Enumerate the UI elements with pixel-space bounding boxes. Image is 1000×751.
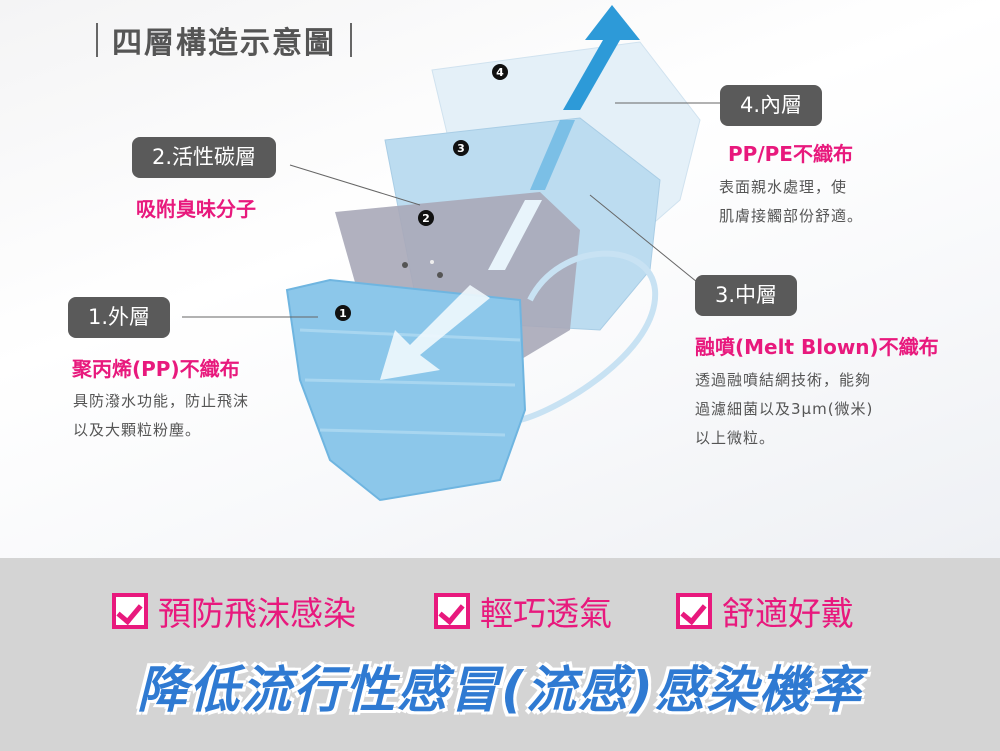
ear-loop [519, 250, 659, 423]
layer-1-outer [285, 278, 527, 502]
desc-line: 過濾細菌以及3μm(微米) [695, 400, 874, 418]
svg-text:4: 4 [496, 66, 504, 79]
layer-3-tag: 3.中層 [695, 275, 798, 316]
feature-label: 預防飛沫感染 [158, 594, 356, 633]
feature-1: 預防飛沫感染 [112, 587, 356, 635]
desc-line: 表面親水處理，使 [719, 178, 848, 196]
svg-text:3: 3 [457, 142, 465, 155]
layer-3-material: 融噴(Melt Blown)不織布 [695, 335, 939, 359]
airflow-arrow [380, 5, 640, 380]
feature-label: 輕巧透氣 [480, 594, 612, 633]
layer-1-tag: 1.外層 [68, 297, 171, 338]
svg-text:2: 2 [422, 212, 430, 225]
desc-line: 透過融噴結網技術，能夠 [695, 371, 872, 389]
desc-line: 具防潑水功能，防止飛沫 [73, 392, 250, 410]
checkbox-icon [112, 593, 148, 629]
checkbox-icon [434, 593, 470, 629]
marker-3: 3 [453, 140, 469, 156]
page-title: 四層構造示意圖 [82, 18, 366, 62]
marker-2: 2 [418, 210, 434, 226]
desc-line: 以上微粒。 [695, 429, 776, 447]
layer-2-material: 吸附臭味分子 [136, 197, 256, 221]
desc-line: 以及大顆粒粉塵。 [73, 421, 202, 439]
desc-line: 肌膚接觸部份舒適。 [719, 207, 864, 225]
layer-2-tag: 2.活性碳層 [132, 137, 277, 178]
layer-3-desc: 透過融噴結網技術，能夠 過濾細菌以及3μm(微米) 以上微粒。 [695, 366, 873, 453]
layer-4-desc: 表面親水處理，使 肌膚接觸部份舒適。 [719, 173, 863, 231]
feature-band [0, 558, 1000, 751]
checkbox-icon [676, 593, 712, 629]
layer-4-material: PP/PE不織布 [728, 142, 853, 166]
leader-lines [182, 102, 720, 318]
layer-1-desc: 具防潑水功能，防止飛沫 以及大顆粒粉塵。 [73, 387, 249, 445]
feature-2: 輕巧透氣 [434, 587, 612, 635]
feature-3: 舒適好戴 [676, 587, 854, 635]
layer-1-material: 聚丙烯(PP)不織布 [72, 357, 240, 381]
title-text: 四層構造示意圖 [112, 26, 336, 61]
layer-number-markers: 4 3 2 1 [335, 64, 508, 321]
svg-text:1: 1 [339, 307, 347, 320]
marker-4: 4 [492, 64, 508, 80]
layer-4-tag: 4.內層 [720, 85, 823, 126]
slogan: 降低流行性感冒(流感)感染機率 [137, 661, 863, 719]
feature-label: 舒適好戴 [722, 594, 854, 633]
marker-1: 1 [335, 305, 351, 321]
mask-layers-illustration [182, 5, 720, 502]
